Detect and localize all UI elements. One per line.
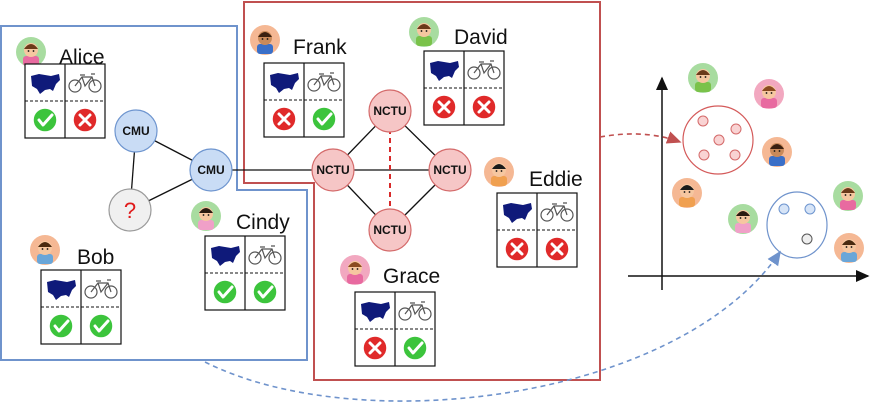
usa-map-icon	[270, 73, 299, 93]
plot-avatar-david	[688, 63, 718, 93]
person-alice-avatar	[16, 37, 46, 67]
cross-icon	[431, 94, 457, 120]
person-eddie-avatar	[484, 157, 514, 187]
person-grace: Grace	[340, 255, 440, 367]
person-cindy: Cindy	[191, 201, 290, 311]
person-cindy-attribute-card	[204, 235, 286, 311]
person-grace-attribute-card	[354, 291, 436, 367]
nctu-node-bottom: NCTU	[368, 208, 412, 252]
person-cindy-avatar	[191, 201, 221, 231]
unknown-node-label: ?	[124, 198, 136, 223]
nctu-node-left-label: NCTU	[316, 163, 349, 177]
bicycle-icon	[467, 60, 501, 80]
cross-icon	[544, 236, 570, 262]
cross-icon	[471, 94, 497, 120]
check-icon	[48, 313, 74, 339]
nctu-node-bottom-label: NCTU	[373, 223, 406, 237]
cmu-node-1-label: CMU	[122, 124, 149, 138]
usa-map-icon	[430, 61, 459, 81]
plot-avatar-bob	[834, 233, 864, 263]
nctu-to-plot-arrow	[599, 131, 682, 144]
nctu-node-top: NCTU	[368, 89, 412, 133]
plot-avatar-grace	[754, 79, 784, 109]
person-frank-avatar	[250, 25, 280, 55]
person-frank-name: Frank	[293, 36, 347, 59]
person-david-name: David	[454, 26, 508, 49]
person-grace-name: Grace	[383, 265, 440, 288]
person-grace-avatar	[340, 255, 370, 285]
cmu-node-2-label: CMU	[197, 163, 224, 177]
person-cindy-name: Cindy	[236, 211, 290, 234]
person-bob-attribute-card	[40, 269, 122, 345]
bicycle-icon	[248, 245, 282, 265]
bicycle-icon	[398, 301, 432, 321]
unknown-node: ?	[108, 188, 152, 232]
person-alice-attribute-card	[24, 63, 106, 139]
plot-avatars	[672, 63, 864, 263]
usa-map-icon	[503, 203, 532, 223]
person-eddie-attribute-card	[496, 192, 578, 268]
plot-avatar-alice	[833, 181, 863, 211]
cmu-node-1: CMU	[114, 109, 158, 153]
usa-map-icon	[47, 280, 76, 300]
cmu-to-plot-arrow	[204, 250, 781, 402]
person-bob: Bob	[30, 235, 122, 345]
nctu-node-right-label: NCTU	[433, 163, 466, 177]
bicycle-icon	[84, 279, 118, 299]
check-icon	[32, 107, 58, 133]
person-frank: Frank	[250, 25, 347, 138]
bicycle-icon	[540, 202, 574, 222]
person-alice-name: Alice	[59, 46, 105, 69]
cross-icon	[362, 335, 388, 361]
usa-map-icon	[211, 246, 240, 266]
nctu-node-left: NCTU	[311, 148, 355, 192]
person-david-avatar	[409, 17, 439, 47]
nctu-node-right: NCTU	[428, 148, 472, 192]
cross-icon	[271, 106, 297, 132]
bicycle-icon	[68, 73, 102, 93]
check-icon	[252, 279, 278, 305]
person-eddie: Eddie	[484, 157, 583, 268]
cmu-node-2: CMU	[189, 148, 233, 192]
person-david-attribute-card	[423, 50, 505, 126]
plot-avatar-eddie	[672, 178, 702, 208]
cmu-group-box	[0, 25, 308, 361]
check-icon	[402, 335, 428, 361]
plot-avatar-frank	[762, 137, 792, 167]
nctu-cluster	[682, 105, 754, 175]
usa-map-icon	[361, 302, 390, 322]
person-alice: Alice	[16, 37, 106, 139]
plot-avatar-cindy	[728, 204, 758, 234]
person-bob-name: Bob	[77, 246, 114, 269]
bicycle-icon	[307, 72, 341, 92]
embedding-plot	[628, 76, 870, 290]
check-icon	[311, 106, 337, 132]
nctu-group-box	[243, 1, 601, 381]
cross-icon	[72, 107, 98, 133]
nctu-node-top-label: NCTU	[373, 104, 406, 118]
cross-icon	[504, 236, 530, 262]
person-bob-avatar	[30, 235, 60, 265]
person-eddie-name: Eddie	[529, 168, 583, 191]
person-david: David	[409, 17, 508, 126]
usa-map-icon	[31, 74, 60, 94]
check-icon	[88, 313, 114, 339]
person-frank-attribute-card	[263, 62, 345, 138]
cmu-cluster	[766, 191, 828, 259]
check-icon	[212, 279, 238, 305]
